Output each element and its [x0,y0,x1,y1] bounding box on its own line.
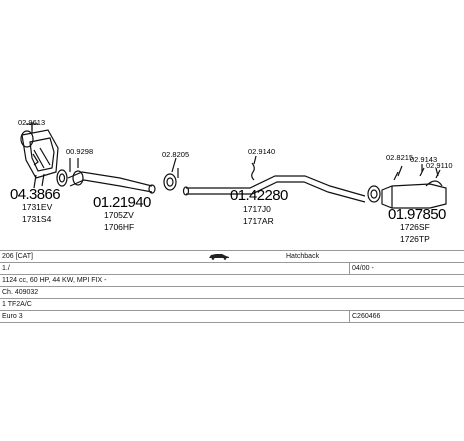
accessory-label: 02.8205 [162,150,189,159]
body-type-value: Hatchback [286,253,320,260]
gasket-drawing-2 [163,168,179,191]
part-ref: 1726TP [400,234,430,244]
accessory-label: 02.9110 [426,161,453,170]
info-row-engine: 1124 cc, 60 HP, 44 KW, MPI FIX - [0,274,464,286]
part-ref: 1705ZV [104,210,134,220]
chassis-value: Ch. 409032 [2,289,39,296]
exhaust-system-diagram: 02.9613 00.9298 02.8205 02.9140 02.8215 … [10,118,453,244]
gasket-drawing-1 [56,158,71,187]
date-value: 04/00 - [352,265,374,272]
gasket-drawing-3 [367,185,381,203]
part-ref: 1717AR [243,216,274,226]
part-number: 01.42280 [230,187,288,204]
info-row-engine-date: 1./ 04/00 - [0,262,464,274]
part-number: 01.21940 [93,194,151,211]
info-row-model: 206 [CAT] Hatchback [0,250,464,262]
part-ref: 1706HF [104,222,134,232]
front-pipe-drawing [67,170,156,194]
part-ref: 1731S4 [22,214,52,224]
accessory-label: 02.9140 [248,147,275,156]
catalog-code-value: C260466 [352,313,381,320]
part-ref: 1717J0 [243,204,271,214]
accessory-label: 02.9613 [18,118,45,127]
rear-silencer-drawing [381,167,447,209]
accessory-label: 02.8215 [386,153,413,162]
variant-value: 1 TF2A/C [2,301,32,308]
catalytic-converter-drawing [20,122,59,189]
part-number: 04.3866 [10,186,60,203]
accessory-label: 02.9143 [410,155,437,164]
intermediate-pipe-drawing [182,162,366,203]
part-ref: 1731EV [22,202,53,212]
emission-value: Euro 3 [2,313,23,320]
engine-value: 1124 cc, 60 HP, 44 KW, MPI FIX - [2,277,107,284]
part-ref: 1726SF [400,222,430,232]
info-row-emission: Euro 3 C260466 [0,310,464,323]
info-row-chassis: Ch. 409032 [0,286,464,298]
car-icon [209,254,229,260]
engine-code-value: 1./ [2,265,10,272]
part-number: 01.97850 [388,206,446,223]
model-value: 206 [CAT] [2,253,33,260]
info-row-variant: 1 TF2A/C [0,298,464,310]
accessory-label: 00.9298 [66,147,93,156]
